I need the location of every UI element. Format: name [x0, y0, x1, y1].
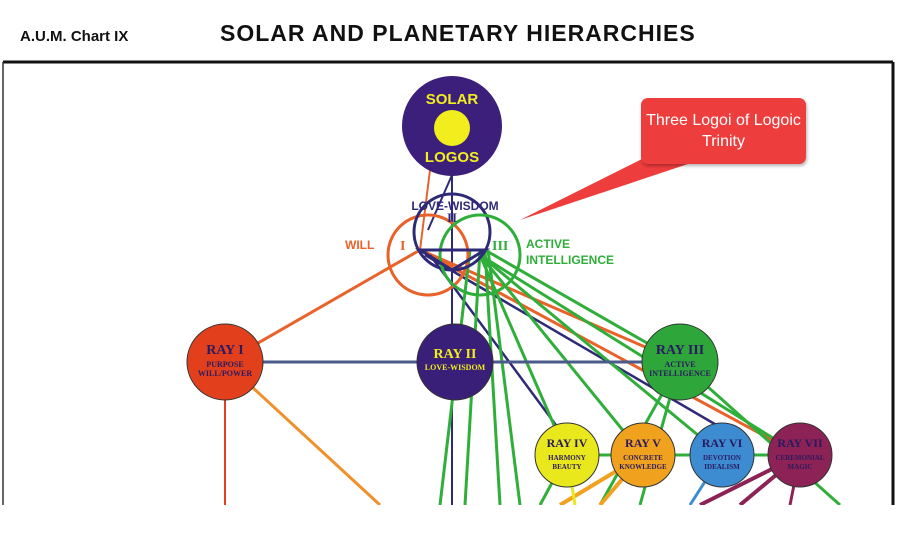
ray-quality-1: PURPOSE [206, 360, 243, 369]
ray-quality-2: BEAUTY [552, 463, 581, 471]
will-circle [386, 213, 470, 297]
ray-title: RAY V [625, 436, 661, 450]
ray-quality-2: KNOWLEDGE [619, 463, 667, 471]
sun-core-icon [434, 110, 470, 146]
ray-title: RAY IV [547, 436, 588, 450]
connector-line [427, 174, 453, 231]
connector-line [483, 249, 502, 506]
page-title: SOLAR AND PLANETARY HIERARCHIES [220, 20, 696, 46]
ray-quality-2: WILL/POWER [198, 369, 252, 378]
ray-quality-1: CEREMONIAL [775, 454, 824, 462]
ray-quality-1: LOVE-WISDOM [425, 363, 486, 372]
love-wisdom-label: LOVE-WISDOM [411, 199, 498, 213]
ray-circle [641, 323, 719, 401]
ray-circle [767, 422, 833, 488]
trinity-triangle [414, 248, 491, 272]
connector-line [478, 254, 569, 456]
callout-text: Three Logoi of Logoic Trinity [646, 112, 801, 150]
ray-title: RAY VII [777, 436, 823, 450]
ray-circle [534, 422, 600, 488]
connector-line [479, 253, 723, 457]
ray-circle [186, 323, 264, 401]
ray-quality-1: CONCRETE [623, 454, 663, 462]
will-numeral: I [400, 239, 405, 254]
solar-logos-label-1: SOLAR [426, 91, 479, 108]
active-label-2: INTELLIGENCE [526, 253, 614, 267]
ray-quality-2: IDEALISM [704, 463, 740, 471]
connector-line [478, 254, 645, 456]
active-intelligence-circle [438, 213, 522, 297]
nodes: SOLARLOGOSIIIIIIWILLLOVE-WISDOMACTIVEINT… [186, 76, 833, 488]
ray-title: RAY II [434, 347, 477, 362]
chart-id: A.U.M. Chart IX [20, 28, 129, 45]
callout-pointer [520, 150, 700, 220]
connector-line [419, 248, 801, 457]
ray-quality-1: DEVOTION [703, 454, 741, 462]
love-wisdom-numeral: II [447, 210, 457, 225]
connector-line [424, 253, 726, 432]
ray-circle [416, 323, 494, 401]
ray-title: RAY I [206, 343, 243, 358]
callout-box: Three Logoi of Logoic Trinity [641, 98, 806, 164]
ray-quality-2: MAGIC [788, 463, 813, 471]
ray-circle [689, 422, 755, 488]
will-label: WILL [345, 238, 374, 252]
ray-title: RAY III [656, 343, 704, 358]
ray-title: RAY VI [702, 436, 743, 450]
active-label-1: ACTIVE [526, 237, 570, 251]
ray-quality-1: HARMONY [548, 454, 586, 462]
ray-circle [610, 422, 676, 488]
ray-quality-1: ACTIVE [664, 360, 695, 369]
ray-quality-2: INTELLIGENCE [649, 369, 711, 378]
solar-logos-label-2: LOGOS [425, 149, 479, 166]
active-numeral: III [492, 239, 508, 254]
